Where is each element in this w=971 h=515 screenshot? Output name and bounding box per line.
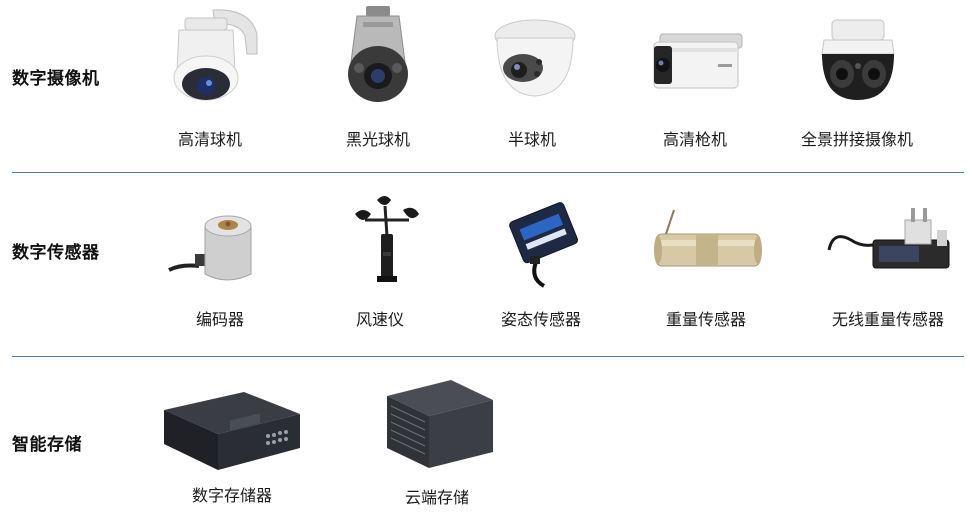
product-label: 姿态传感器	[500, 310, 581, 329]
product-item-cloud-storage[interactable]: 云端存储	[357, 374, 517, 508]
product-label: 云端存储	[404, 488, 469, 507]
product-item-anemometer[interactable]: 风速仪	[300, 192, 460, 332]
product-item-panoramic-camera[interactable]: 全景拼接摄像机	[777, 4, 937, 154]
product-item-hd-dome-camera[interactable]: 高清球机	[130, 4, 290, 154]
dvr-icon	[152, 380, 312, 476]
section-title-storage: 智能存储	[12, 435, 82, 455]
product-item-wireless-load-sensor[interactable]: 无线重量传感器	[808, 200, 968, 332]
product-label: 全景拼接摄像机	[800, 130, 913, 149]
turret-camera-icon	[452, 4, 612, 104]
bullet-camera-icon	[615, 4, 775, 104]
product-item-encoder[interactable]: 编码器	[140, 198, 300, 333]
product-item-hd-bullet-camera[interactable]: 高清枪机	[615, 4, 775, 154]
section-divider	[12, 356, 964, 357]
product-item-turret-camera[interactable]: 半球机	[452, 4, 612, 154]
product-item-load-cell[interactable]: 重量传感器	[626, 200, 786, 332]
product-label: 半球机	[507, 130, 556, 149]
product-item-blacklight-dome-camera[interactable]: 黑光球机	[298, 4, 458, 154]
product-label: 编码器	[195, 310, 244, 329]
wireless-load-sensor-icon	[808, 200, 968, 286]
product-label: 风速仪	[355, 310, 404, 329]
product-label: 高清枪机	[662, 130, 727, 149]
anemometer-icon	[300, 192, 460, 288]
panoramic-camera-icon	[777, 4, 937, 104]
encoder-icon	[140, 198, 300, 288]
cloud-storage-server-icon	[357, 374, 517, 474]
product-label: 无线重量传感器	[831, 310, 944, 329]
attitude-sensor-icon	[461, 196, 621, 288]
product-item-digital-recorder[interactable]: 数字存储器	[152, 380, 312, 508]
product-label: 数字存储器	[191, 486, 272, 505]
product-label: 黑光球机	[345, 130, 410, 149]
product-label: 重量传感器	[665, 310, 746, 329]
section-title-sensors: 数字传感器	[12, 243, 100, 263]
section-divider	[12, 172, 964, 173]
ptz-camera-icon	[298, 4, 458, 104]
dome-camera-icon	[130, 4, 290, 104]
section-title-cameras: 数字摄像机	[12, 69, 100, 89]
load-cell-icon	[626, 200, 786, 286]
product-item-attitude-sensor[interactable]: 姿态传感器	[461, 196, 621, 332]
product-label: 高清球机	[177, 130, 242, 149]
